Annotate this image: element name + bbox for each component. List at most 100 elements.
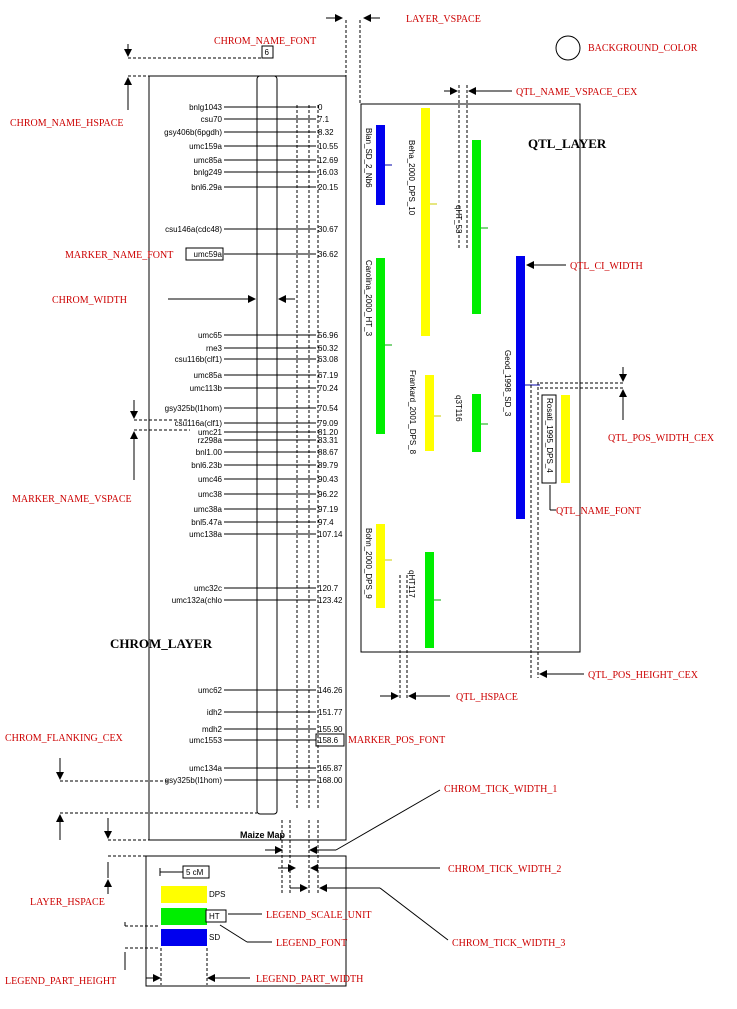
label-layer-vspace: LAYER_VSPACE xyxy=(406,14,481,25)
legend-swatch xyxy=(161,929,207,946)
marker-position: 79.09 xyxy=(318,419,339,428)
marker-position: 89.79 xyxy=(318,461,339,470)
marker-position: 7.1 xyxy=(318,115,330,124)
qtl-name-font-box xyxy=(541,394,557,484)
marker-position: 155.90 xyxy=(318,725,343,734)
legend-label: SD xyxy=(209,933,220,942)
chrom-name: 6 xyxy=(265,48,270,57)
label-chrom-tick-width-3: CHROM_TICK_WIDTH_3 xyxy=(452,938,565,949)
marker-name-font-box xyxy=(185,247,224,261)
legend-swatch xyxy=(161,886,207,903)
marker-name: umc85a xyxy=(194,371,223,380)
marker-position: 90.43 xyxy=(318,475,339,484)
marker-name: csu146a(cdc48) xyxy=(165,225,222,234)
chrom-layer-box xyxy=(148,75,347,841)
marker-position: 96.22 xyxy=(318,490,339,499)
marker-position: 20.15 xyxy=(318,183,339,192)
qtl-name: Carolina_2000_HT_3 xyxy=(364,260,373,337)
legend-items: DPS HT SD xyxy=(161,886,227,946)
qtl-layer-label: QTL_LAYER xyxy=(528,136,607,151)
marker-name: gsy325b(l1hom) xyxy=(165,404,223,413)
label-chrom-name-hspace: CHROM_NAME_HSPACE xyxy=(10,118,124,129)
marker-position: 67.19 xyxy=(318,371,339,380)
marker-name: bnlg1043 xyxy=(189,103,222,112)
background-color-swatch xyxy=(555,35,581,61)
label-chrom-width: CHROM_WIDTH xyxy=(52,295,127,306)
qtl-name: Blan_SD_2_Nb6 xyxy=(364,128,373,188)
qtl-bar xyxy=(472,394,481,452)
marker-pos-font-box xyxy=(315,733,345,747)
marker-name: umc38a xyxy=(194,505,223,514)
marker-position: 165.87 xyxy=(318,764,343,773)
marker-name: umc159a xyxy=(189,142,222,151)
label-qtl-pos-width-cex: QTL_POS_WIDTH_CEX xyxy=(608,433,715,444)
qtl-name: Beha_2000_DPS_10 xyxy=(407,140,416,216)
marker-position: 10.55 xyxy=(318,142,339,151)
marker-position: 16.03 xyxy=(318,168,339,177)
marker-name: rz298a xyxy=(198,436,223,445)
chrom-layer-label: CHROM_LAYER xyxy=(110,636,213,651)
qtl-name: Bohn_2000_DPS_9 xyxy=(364,528,373,599)
marker-position: 12.69 xyxy=(318,156,339,165)
marker-position: 123.42 xyxy=(318,596,343,605)
marker-name: bnl6.23b xyxy=(191,461,222,470)
marker-position: 97.4 xyxy=(318,518,334,527)
qtl-bar xyxy=(376,258,385,434)
marker-name: csu116a(clf1) xyxy=(175,419,223,428)
label-marker-name-font: MARKER_NAME_FONT xyxy=(65,250,173,261)
marker-name: gsy325b(l1hom) xyxy=(165,776,223,785)
marker-position: 120.7 xyxy=(318,584,339,593)
label-legend-part-width: LEGEND_PART_WIDTH xyxy=(256,974,363,985)
label-marker-pos-font: MARKER_POS_FONT xyxy=(348,735,445,746)
marker-name: bnl1.00 xyxy=(196,448,223,457)
legend-unit-box xyxy=(205,909,227,923)
marker-name: umc32c xyxy=(194,584,222,593)
svg-text:5 cM: 5 cM xyxy=(186,868,204,877)
marker-name: rne3 xyxy=(206,344,223,353)
marker-position: 146.26 xyxy=(318,686,343,695)
label-qtl-name-vspace-cex: QTL_NAME_VSPACE_CEX xyxy=(516,87,638,98)
marker-position: 83.31 xyxy=(318,436,339,445)
marker-name: idh2 xyxy=(207,708,223,717)
marker-position: 63.08 xyxy=(318,355,339,364)
qtl-name: qHT117 xyxy=(407,570,416,598)
qtl-bar xyxy=(376,125,385,205)
qtl-name: Geod_1998_SD_3 xyxy=(503,350,512,417)
marker-name: umc46 xyxy=(198,475,223,484)
qtl-bar xyxy=(472,140,481,314)
marker-name: csu116b(clf1) xyxy=(175,355,223,364)
marker-name: mdh2 xyxy=(202,725,223,734)
marker-name: bnlg249 xyxy=(194,168,223,177)
marker-name: csu70 xyxy=(201,115,223,124)
qtl-name: Frankard_2001_DPS_8 xyxy=(408,370,417,455)
label-legend-part-height: LEGEND_PART_HEIGHT xyxy=(5,976,116,987)
marker-position: 30.67 xyxy=(318,225,339,234)
marker-position: 168.00 xyxy=(318,776,343,785)
marker-name: umc65 xyxy=(198,331,223,340)
marker-position: 0 xyxy=(318,103,323,112)
marker-name: umc21 xyxy=(198,428,223,437)
label-qtl-pos-height-cex: QTL_POS_HEIGHT_CEX xyxy=(588,670,699,681)
qtl-bar xyxy=(561,395,570,483)
marker-name: umc62 xyxy=(198,686,223,695)
legend-label: DPS xyxy=(209,890,225,899)
marker-position: 158.6 xyxy=(318,736,339,745)
qtl-layer-box xyxy=(360,103,581,653)
marker-name: umc85a xyxy=(194,156,223,165)
chrom-name-box xyxy=(261,45,274,59)
label-chrom-name-font: CHROM_NAME_FONT xyxy=(214,36,316,47)
legend-label: HT xyxy=(209,912,220,921)
marker-name: gsy406b(6pgdh) xyxy=(164,128,222,137)
label-marker-name-vspace: MARKER_NAME_VSPACE xyxy=(12,494,132,505)
marker-position: 151.77 xyxy=(318,708,343,717)
label-legend-scale-unit: LEGEND_SCALE_UNIT xyxy=(266,910,372,921)
marker-position: 81.20 xyxy=(318,428,339,437)
marker-name: umc113b xyxy=(190,384,223,393)
marker-position: 60.32 xyxy=(318,344,339,353)
marker-name: umc59a xyxy=(194,250,223,259)
label-chrom-tick-width-2: CHROM_TICK_WIDTH_2 xyxy=(448,864,561,875)
marker-name: umc132a(chlo xyxy=(172,596,223,605)
